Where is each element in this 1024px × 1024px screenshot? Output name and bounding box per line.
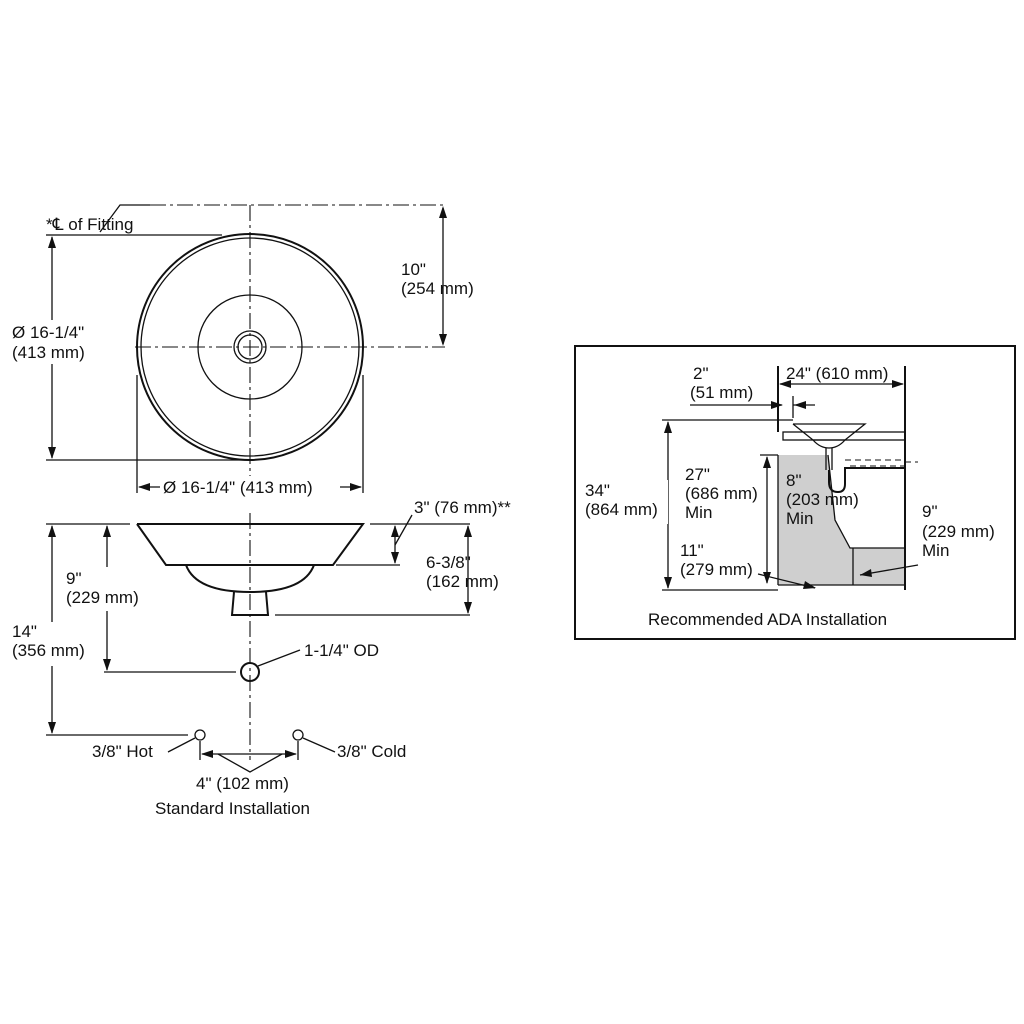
cold-label: 3/8" Cold	[337, 742, 406, 761]
knee-clearance-zone	[778, 455, 905, 585]
cold-supply-icon	[292, 729, 304, 741]
ada-frame	[574, 345, 1016, 640]
knee-in: 27"	[685, 465, 710, 484]
hot-label: 3/8" Hot	[92, 742, 153, 761]
toe-mm: (279 mm)	[680, 560, 753, 579]
drain-mm: (229 mm)	[66, 588, 139, 607]
p-trap	[828, 467, 905, 494]
height-in: Ø 16-1/4"	[12, 323, 84, 342]
top-view: *℄ of Fitting 10" (254 mm) Ø 16-1/4" (41…	[10, 204, 474, 498]
ada-height-mm: (864 mm)	[585, 500, 658, 519]
countertop	[782, 431, 906, 441]
depth-min: Min	[786, 509, 813, 528]
ada-panel: 2" (51 mm) 24" (610 mm) 34" (864 mm) 27"…	[574, 345, 1016, 640]
overall-in: 6-3/8"	[426, 553, 471, 572]
clearance-profile	[827, 454, 905, 549]
depth-mm: (203 mm)	[786, 490, 859, 509]
basin-bowl-profile	[185, 564, 315, 594]
ada-basin-bowl	[812, 439, 846, 449]
rim-height-label: 3" (76 mm)**	[414, 498, 511, 517]
hot-supply-icon	[194, 729, 206, 741]
drain-od-label: 1-1/4" OD	[304, 641, 379, 660]
basin-rim-profile	[136, 523, 365, 566]
offset-in: 2"	[693, 364, 709, 383]
clear-width-label: 24" (610 mm)	[786, 364, 888, 383]
standard-caption: Standard Installation	[155, 799, 310, 818]
supply-in: 14"	[12, 622, 37, 641]
overall-mm: (162 mm)	[426, 572, 499, 591]
depth-in: 8"	[786, 471, 802, 490]
drain-in: 9"	[66, 569, 82, 588]
side-view: 3" (76 mm)** 6-3/8" (162 mm) 9" (229 mm)…	[10, 498, 511, 818]
width-label: Ø 16-1/4" (413 mm)	[163, 478, 313, 497]
ada-caption: Recommended ADA Installation	[648, 610, 887, 629]
toe-h-in: 9"	[922, 502, 938, 521]
knee-mm: (686 mm)	[685, 484, 758, 503]
depth-mm: (254 mm)	[401, 279, 474, 298]
toe-h-min: Min	[922, 541, 949, 560]
knee-min: Min	[685, 503, 712, 522]
cl-label: *℄ of Fitting	[46, 215, 133, 234]
spacing-label: 4" (102 mm)	[196, 774, 289, 793]
height-mm: (413 mm)	[12, 343, 85, 362]
drain-outlet-icon	[240, 662, 260, 682]
toe-in: 11"	[680, 541, 704, 560]
cl-leader	[99, 204, 150, 233]
toe-h-mm: (229 mm)	[922, 522, 995, 541]
supply-mm: (356 mm)	[12, 641, 85, 660]
ada-height-in: 34"	[585, 481, 610, 500]
offset-mm: (51 mm)	[690, 383, 753, 402]
depth-in: 10"	[401, 260, 426, 279]
